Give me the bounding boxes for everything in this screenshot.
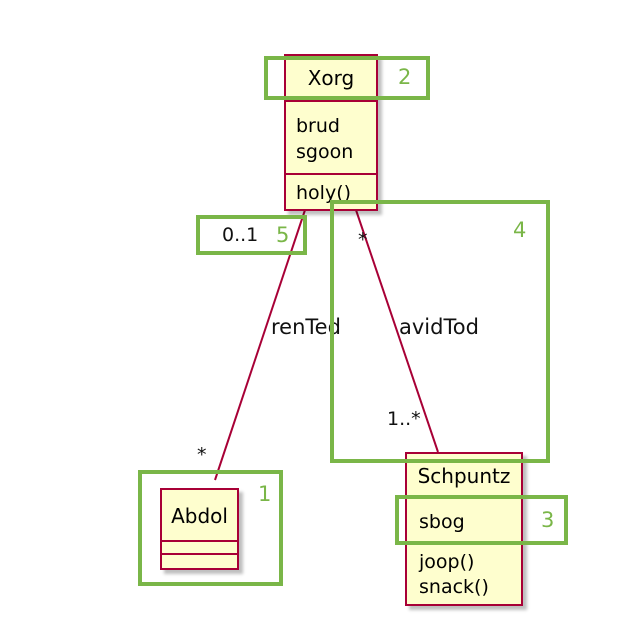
- highlight-number-4: 4: [513, 218, 527, 242]
- highlight-number-3: 3: [541, 508, 555, 532]
- renTed-association-label: renTed: [271, 315, 341, 339]
- avidTod-source-multiplicity: *: [358, 229, 368, 251]
- highlight-number-5: 5: [276, 223, 290, 247]
- highlight-box-1: [138, 470, 283, 586]
- xorg-class-name: Xorg: [307, 66, 355, 90]
- avidTod-association-label: avidTod: [399, 315, 479, 339]
- schpuntz-class-name: Schpuntz: [417, 464, 511, 488]
- schpuntz-method-snack: snack(): [419, 576, 489, 598]
- abdol-name-separator: [162, 540, 237, 542]
- highlight-number-2: 2: [398, 65, 412, 89]
- highlight-number-1: 1: [258, 482, 272, 506]
- renTed-target-multiplicity: *: [197, 444, 207, 466]
- avidTod-target-multiplicity: 1..*: [387, 408, 421, 430]
- highlight-box-3: [395, 495, 568, 545]
- renTed-association-line: [214, 209, 306, 481]
- abdol-attribute-separator: [162, 553, 237, 555]
- schpuntz-attribute-sbog: sbog: [419, 511, 465, 533]
- highlight-box-5: [196, 215, 307, 255]
- abdol-class-name: Abdol: [171, 504, 228, 528]
- xorg-attribute-sgoon: sgoon: [296, 141, 354, 163]
- highlight-box-4: [330, 200, 550, 463]
- schpuntz-method-joop: joop(): [419, 551, 475, 573]
- xorg-attribute-brud: brud: [296, 115, 340, 137]
- xorg-name-separator: [286, 100, 376, 102]
- xorg-attribute-separator: [286, 173, 376, 175]
- abdol-class: Abdol: [160, 488, 239, 570]
- xorg-class: Xorg brud sgoon holy(): [284, 54, 378, 211]
- xorg-method-holy: holy(): [296, 182, 352, 204]
- avidTod-association-line: [355, 209, 439, 453]
- highlight-box-2: [264, 56, 430, 100]
- renTed-source-multiplicity: 0..1: [222, 224, 259, 246]
